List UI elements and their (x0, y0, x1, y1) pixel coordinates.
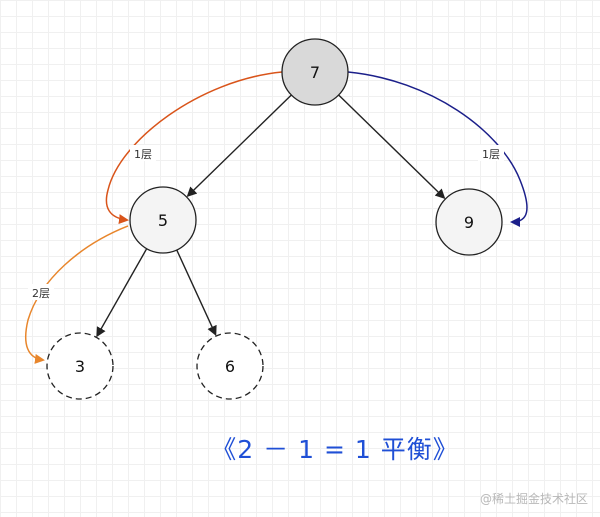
tree-edge-n7-n9 (338, 94, 446, 199)
tree-edge-n5-n3 (96, 248, 148, 338)
tree-node-label: 6 (225, 357, 235, 376)
tree-edge-n7-n5 (186, 94, 292, 197)
tree-edges (96, 94, 446, 338)
depth-arc-left-level1 (105, 71, 283, 225)
tree-node-5: 5 (129, 186, 197, 254)
tree-node-circle (129, 186, 197, 254)
tree-node-label: 9 (464, 213, 474, 232)
tree-node-circle (196, 332, 264, 400)
tree-node-6: 6 (196, 332, 264, 400)
depth-arc-left-level2-label: 2层 (32, 287, 50, 300)
tree-edge-n5-n6 (176, 249, 217, 337)
tree-node-label: 3 (75, 357, 85, 376)
tree-nodes: 7 5 9 3 6 (46, 38, 503, 400)
depth-arc-left-level1-label: 1层 (134, 148, 152, 161)
depth-arc-right-level1-label-bg (478, 145, 504, 161)
tree-node-circle (281, 38, 349, 106)
balance-caption: 《2 － 1 = 1 平衡》 (211, 435, 459, 464)
depth-arc-right-level1-label: 1层 (482, 148, 500, 161)
tree-node-3: 3 (46, 332, 114, 400)
tree-node-9: 9 (435, 188, 503, 256)
tree-node-7: 7 (281, 38, 349, 106)
depth-arc-left-level1-label-bg (130, 145, 156, 161)
tree-node-label: 5 (158, 211, 168, 230)
depth-arcs: 1层 1层 2层 (24, 71, 528, 364)
tree-node-circle (46, 332, 114, 400)
depth-arc-left-level2-label-bg (28, 284, 54, 300)
tree-node-label: 7 (310, 63, 320, 82)
depth-arc-left-level2 (24, 225, 129, 364)
depth-arc-right-level1 (347, 71, 528, 227)
tree-node-circle (435, 188, 503, 256)
watermark: @稀土掘金技术社区 (479, 492, 588, 506)
